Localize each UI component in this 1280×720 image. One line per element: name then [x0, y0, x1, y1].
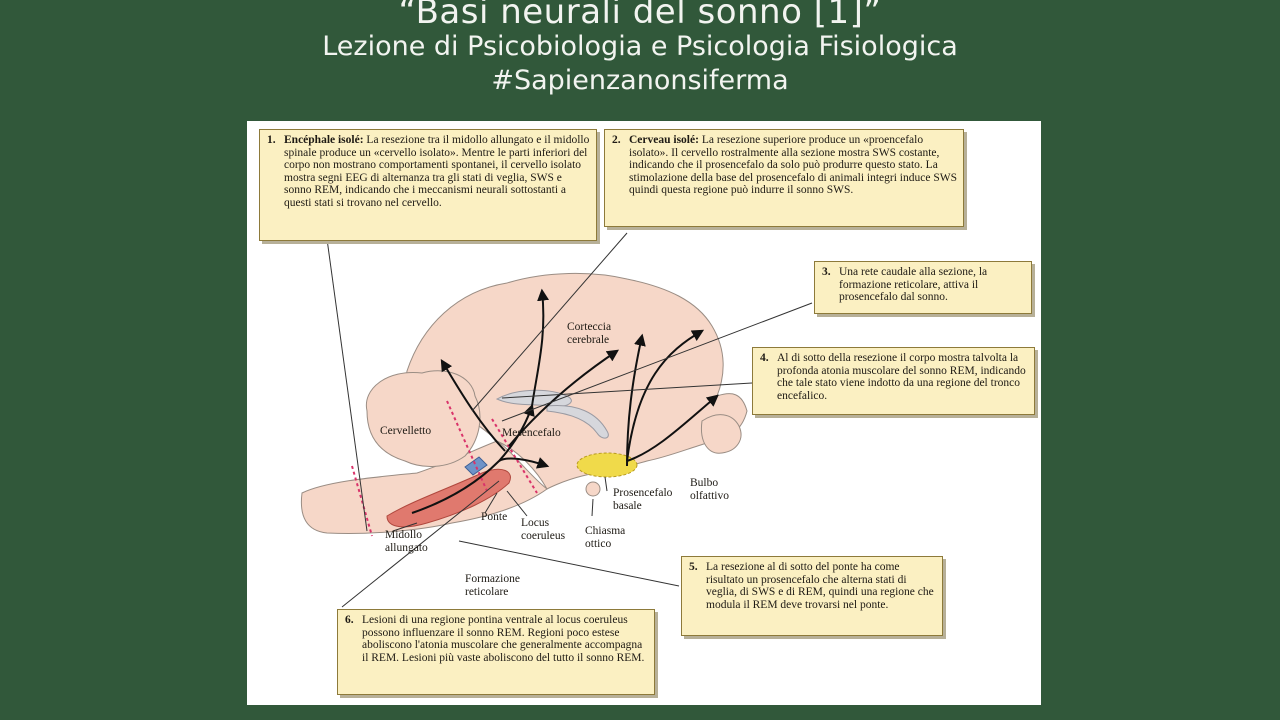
callout-text: Al di sotto della resezione il corpo mos… — [777, 352, 1026, 402]
callout-box-6: 6. Lesioni di una regione pontina ventral… — [337, 609, 655, 695]
cut-line — [351, 465, 373, 537]
label-corteccia: Corteccia cerebrale — [567, 321, 612, 346]
basal-forebrain-shape — [576, 452, 638, 478]
callout-box-5: 5. La resezione al di sotto del ponte ha … — [681, 556, 943, 636]
callout-number: 6. — [345, 614, 354, 626]
callout-text: Lesioni di una regione pontina ventrale … — [362, 614, 645, 664]
label-ponte: Ponte — [481, 511, 508, 523]
callout-text: Una rete caudale alla sezione, la formaz… — [839, 266, 988, 304]
callout-number: 1. — [267, 134, 276, 146]
olfactory-bulb-shape — [700, 414, 742, 454]
label-cervelletto: Cervelletto — [380, 425, 432, 437]
slide-subtitle: Lezione di Psicobiologia e Psicologia Fi… — [322, 31, 958, 62]
label-locus: Locus coeruleus — [521, 517, 566, 542]
callout-text: La resezione tra il midollo allungato e … — [284, 134, 590, 209]
label-midollo: Midollo allungato — [385, 529, 428, 554]
label-bulbo: Bulbo olfattivo — [690, 477, 729, 502]
callout-number: 5. — [689, 561, 698, 573]
callout-number: 4. — [760, 352, 769, 364]
callout-heading: Encéphale isolé: — [284, 134, 364, 146]
callout-heading: Cerveau isolé: — [629, 134, 699, 146]
activation-pathway — [411, 288, 719, 514]
ventricle-arc-shape — [546, 404, 609, 439]
slide-hashtag: #Sapienzanonsiferma — [491, 65, 789, 96]
label-mesencefalo: Mesencefalo — [502, 427, 561, 439]
figure-panel: 1. Encéphale isolé: La resezione tra il m… — [247, 121, 1041, 705]
locus-coeruleus-shape — [464, 456, 488, 476]
callout-number: 3. — [822, 266, 831, 278]
cerebellum-shape — [365, 370, 481, 467]
label-formazione: Formazione reticolare — [465, 573, 520, 598]
title-block: “Basi neurali del sonno [1]” Lezione di … — [0, 0, 1280, 98]
callout-text: La resezione superiore produce un «proen… — [629, 134, 957, 197]
callout-box-3: 3. Una rete caudale alla sezione, la form… — [814, 261, 1032, 314]
label-chiasma: Chiasma ottico — [585, 525, 626, 550]
callout-number: 2. — [612, 134, 621, 146]
callout-box-4: 4. Al di sotto della resezione il corpo m… — [752, 347, 1035, 415]
cut-line — [491, 418, 538, 494]
brain-diagram — [300, 232, 813, 608]
callout-box-2: 2. Cerveau isolé: La resezione superiore … — [604, 129, 964, 227]
label-prosencefalo: Prosencefalo basale — [613, 487, 673, 512]
slide-title: “Basi neurali del sonno [1]” — [398, 0, 882, 32]
callout-box-1: 1. Encéphale isolé: La resezione tra il m… — [259, 129, 597, 241]
callout-text: La resezione al di sotto del ponte ha co… — [706, 561, 934, 611]
optic-chiasm-shape — [585, 481, 601, 497]
cut-line — [446, 400, 488, 492]
leader-lines — [326, 232, 813, 608]
